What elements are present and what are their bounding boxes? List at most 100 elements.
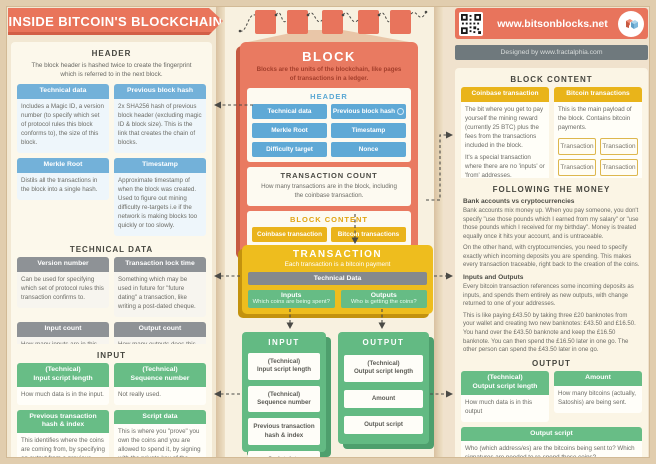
field-label: Bitcoin transactions [554, 87, 642, 102]
qr-code [459, 11, 483, 36]
block-header-title: HEADER [310, 92, 348, 102]
poster-title-banner: INSIDE BITCOIN'S BLOCKCHAIN [8, 8, 223, 35]
block-content-title: BLOCK CONTENT [290, 215, 368, 225]
transaction-outputs-chip: Outputs Who is getting the coins? [340, 290, 427, 308]
field-script-data: Script data This is where you "prove" yo… [114, 409, 206, 464]
field-body: Approximate timestamp of when the block … [114, 172, 206, 236]
input-field-script-data: Script data [248, 451, 320, 464]
block-panel-desc: Blocks are the units of the blockchain, … [256, 66, 402, 82]
site-banner: www.bitsonblocks.net [455, 8, 648, 39]
field-body: This identifies where the coins are comi… [17, 433, 109, 464]
block-panel-title: BLOCK [302, 49, 356, 64]
field-label: Timestamp [114, 158, 206, 173]
input-field-script-length: (Technical) Input script length [248, 353, 320, 380]
paragraph: Bank accounts mix money up. When you pay… [463, 208, 639, 240]
transaction-chip: Transaction [600, 158, 638, 177]
paragraph: On the other hand, with cryptocurrencies… [463, 245, 640, 269]
field-body: Can be used for specifying which set of … [17, 271, 109, 308]
field-sequence-number: (Technical) Sequence number Not really u… [114, 363, 206, 405]
transaction-count-subpanel: TRANSACTION COUNT How many transactions … [247, 167, 411, 207]
field-timestamp: Timestamp Approximate timestamp of when … [114, 158, 206, 236]
field-body: This is where you "prove" you own the co… [114, 424, 206, 464]
transaction-technical-data-bar: Technical Data [248, 272, 427, 285]
output-panel-title: OUTPUT [362, 338, 405, 347]
output-section-title: OUTPUT [532, 359, 571, 368]
field-output-script-length: (Technical) Output script length How muc… [461, 371, 549, 422]
field-label: (Technical) Input script length [17, 363, 109, 387]
block-field-difficulty-target: Difficulty target [252, 142, 327, 158]
bitcoin-transactions-chip: Bitcoin transactions [331, 227, 406, 243]
output-detail-section: OUTPUT (Technical) Output script length … [455, 352, 648, 464]
block-field-nonce: Nonce [331, 142, 406, 158]
bitcoin-transactions-box: Bitcoin transactions This is the main pa… [554, 87, 642, 182]
block-panel: BLOCK Blocks are the units of the blockc… [240, 42, 418, 256]
input-detail-section: INPUT (Technical) Input script length Ho… [11, 344, 212, 464]
output-field-amount: Amount [344, 389, 423, 409]
subheading-bank-accounts: Bank accounts vs cryptocurrencies [463, 198, 575, 205]
input-field-prev-tx-hash: Previous transaction hash & index [248, 418, 320, 446]
field-body: Includes a Magic ID, a version number (t… [17, 99, 109, 153]
block-field-previous-block-hash: Previous block hash [331, 104, 406, 120]
transaction-panel: TRANSACTION Each transaction is a bitcoi… [242, 245, 433, 314]
output-field-output-script: Output script [344, 416, 423, 435]
technical-section-title: TECHNICAL DATA [69, 245, 154, 254]
site-url: www.bitsonblocks.net [497, 17, 608, 30]
field-body: Distils all the transactions in the bloc… [17, 172, 109, 200]
field-body: How much data is in the input. [17, 386, 109, 405]
field-body: 2x SHA256 hash of previous block header … [114, 99, 206, 153]
cube-logo-icon [618, 10, 644, 37]
field-label: Transaction lock time [114, 257, 206, 272]
field-label: (Technical) Output script length [461, 371, 549, 395]
field-body: How many bitcoins (actually, Satoshis) a… [554, 385, 642, 413]
coinbase-transaction-chip: Coinbase transaction [252, 227, 327, 243]
field-body: How much data is in this output [461, 394, 549, 422]
transaction-count-desc: How many transactions are in the block, … [261, 183, 397, 200]
header-section-desc: The block header is hashed twice to crea… [31, 62, 192, 79]
block-field-technical-data: Technical data [252, 104, 327, 120]
block-content-subpanel: BLOCK CONTENT Coinbase transaction Bitco… [247, 211, 411, 248]
field-label: Coinbase transaction [461, 87, 549, 102]
transaction-chip: Transaction [558, 137, 596, 155]
field-input-script-length: (Technical) Input script length How much… [17, 363, 109, 405]
field-label: Previous transaction hash & index [17, 409, 109, 434]
field-amount: Amount How many bitcoins (actually, Sato… [554, 371, 642, 413]
transaction-panel-title: TRANSACTION [292, 249, 383, 260]
input-panel: INPUT (Technical) Input script length (T… [242, 332, 326, 464]
block-header-subpanel: HEADER Technical data Previous block has… [247, 88, 411, 163]
input-panel-title: INPUT [268, 338, 300, 347]
field-label: Output script [461, 426, 642, 442]
fold-line-left [216, 0, 225, 464]
block-field-timestamp: Timestamp [331, 123, 406, 139]
input-section-title: INPUT [97, 351, 126, 360]
field-label: Technical data [17, 84, 109, 100]
fold-line-right [434, 0, 443, 464]
block-field-merkle-root: Merkle Root [252, 123, 327, 139]
transaction-chip: Transaction [600, 137, 638, 155]
field-body: Not really used. [114, 386, 206, 405]
field-body: This is the main payload of the block. C… [554, 101, 642, 182]
coinbase-transaction-box: Coinbase transaction The bit where you g… [461, 87, 549, 187]
transaction-panel-desc: Each transaction is a bitcoin payment [284, 261, 391, 268]
field-label: Output count [114, 321, 206, 337]
field-previous-tx-hash-index: Previous transaction hash & index This i… [17, 409, 109, 464]
output-field-script-length: (Technical) Output script length [344, 355, 423, 382]
poster-title: INSIDE BITCOIN'S BLOCKCHAIN [8, 14, 223, 29]
following-money-title: FOLLOWING THE MONEY [492, 185, 611, 194]
header-section-title: HEADER [91, 49, 132, 58]
following-the-money-section: FOLLOWING THE MONEY Bank accounts vs cry… [455, 178, 648, 379]
output-panel: OUTPUT (Technical) Output script length … [338, 332, 429, 444]
field-previous-block-hash: Previous block hash 2x SHA256 hash of pr… [114, 84, 206, 153]
field-label: Script data [114, 409, 206, 425]
input-field-sequence-number: (Technical) Sequence number [248, 385, 320, 413]
field-label: Version number [17, 257, 109, 272]
field-body: Something which may be used in future fo… [114, 271, 206, 317]
transaction-count-title: TRANSACTION COUNT [280, 171, 378, 181]
paragraph: This is like paying £43.50 by taking thr… [463, 312, 636, 354]
fingerprint-icon [397, 108, 405, 116]
field-label: (Technical) Sequence number [114, 363, 206, 387]
block-content-detail-section: BLOCK CONTENT Coinbase transaction The b… [455, 68, 648, 193]
field-label: Input count [17, 321, 109, 337]
block-content-section-title: BLOCK CONTENT [510, 75, 593, 84]
field-merkle-root: Merkle Root Distils all the transactions… [17, 158, 109, 200]
